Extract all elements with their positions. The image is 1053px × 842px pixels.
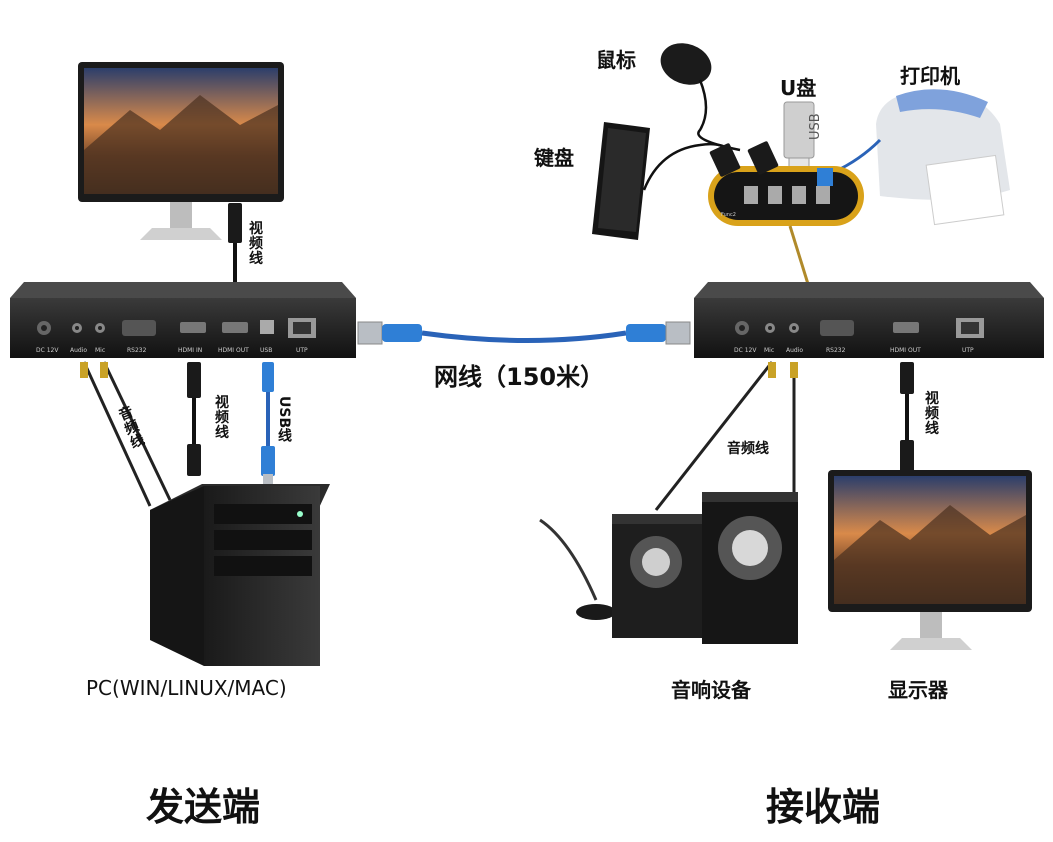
- receiver-title: 接收端: [766, 785, 881, 829]
- sender-video-cable-bottom-label: 视频线: [215, 395, 229, 441]
- sender-video-cable-bottom: [187, 362, 201, 476]
- sender-port-mic: Mic: [95, 347, 105, 354]
- receiver-video-cable-label: 视频线: [925, 391, 939, 437]
- keyboard-label: 键盘: [534, 146, 574, 170]
- usb-stick-text: USB: [808, 113, 823, 140]
- sender-usb-cable-label: USB线: [276, 396, 292, 443]
- sender-port-hdmi-out: HDMI OUT: [218, 347, 249, 354]
- monitor-label: 显示器: [888, 678, 948, 702]
- receiver-port-utp: UTP: [962, 347, 974, 354]
- receiver-box: [694, 282, 1044, 358]
- receiver-monitor: [828, 470, 1032, 650]
- hub-label: Func2: [721, 212, 736, 218]
- sender-port-rs232: RS232: [127, 347, 147, 354]
- receiver-port-rs232: RS232: [826, 347, 846, 354]
- printer-label: 打印机: [900, 64, 960, 88]
- sender-monitor: [78, 62, 284, 240]
- mouse-label: 鼠标: [596, 48, 636, 72]
- network-cable-label: 网线（150米）: [434, 363, 605, 391]
- receiver-audio-cables: [654, 361, 798, 511]
- keyboard: [592, 122, 731, 240]
- sender-port-dc: DC 12V: [36, 347, 59, 354]
- sender-audio-cables: [80, 361, 172, 507]
- printer: [833, 89, 1010, 226]
- sender-box: [10, 282, 356, 358]
- receiver-port-dc: DC 12V: [734, 347, 757, 354]
- receiver-port-hdmi-out: HDMI OUT: [890, 347, 921, 354]
- usb-hub: [708, 141, 864, 285]
- receiver-audio-cable-label: 音频线: [727, 441, 769, 457]
- sender-title: 发送端: [146, 785, 261, 829]
- mouse: [660, 43, 741, 152]
- pc-tower: [150, 484, 330, 666]
- sender-port-utp: UTP: [296, 347, 308, 354]
- speakers: [539, 492, 798, 644]
- speaker-label: 音响设备: [671, 678, 751, 702]
- pc-label: PC(WIN/LINUX/MAC): [86, 676, 287, 700]
- network-cable: [357, 321, 691, 345]
- receiver-port-audio: Audio: [786, 347, 803, 354]
- sender-port-hdmi-in: HDMI IN: [178, 347, 202, 354]
- receiver-port-mic: Mic: [764, 347, 774, 354]
- sender-video-cable-top-label: 视频线: [249, 221, 263, 267]
- receiver-video-cable: [900, 362, 914, 476]
- sender-port-usb: USB: [260, 347, 272, 354]
- sender-port-audio: Audio: [70, 347, 87, 354]
- sender-usb-cable: [261, 362, 275, 484]
- udisk-label: U盘: [780, 76, 817, 100]
